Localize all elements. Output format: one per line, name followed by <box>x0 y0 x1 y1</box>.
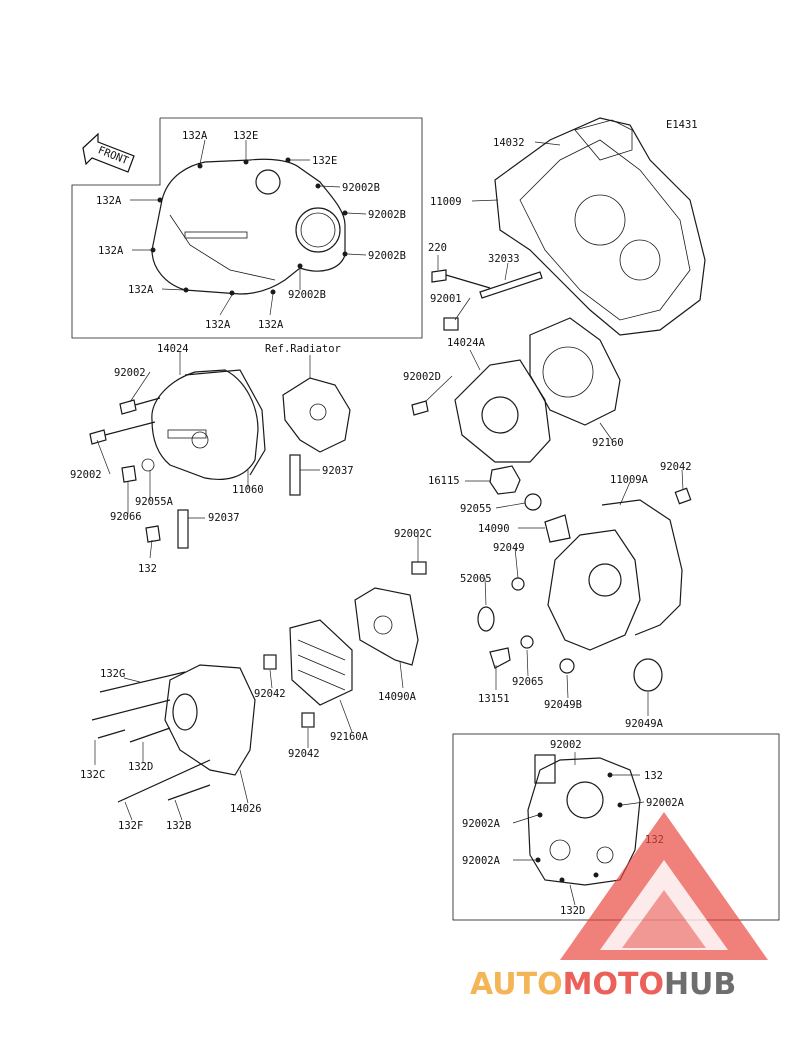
part-label: 92002B <box>368 209 406 221</box>
part-label: 92042 <box>254 688 286 700</box>
part-label: 132D <box>128 761 153 773</box>
part-label: 92037 <box>322 465 354 477</box>
part-label: 132A <box>205 319 231 331</box>
part-label: 132E <box>233 130 258 142</box>
part-label: 92002D <box>403 371 441 383</box>
watermark-moto: MOTO <box>563 967 664 1002</box>
crankcase-cover-14032 <box>494 117 706 336</box>
part-label: 92002B <box>368 250 406 262</box>
part-label: 132G <box>100 668 125 680</box>
bolts-left-cover <box>89 397 161 543</box>
part-label: 14090 <box>478 523 510 535</box>
part-label: 132B <box>166 820 191 832</box>
part-label: 132E <box>312 155 337 167</box>
part-label: 132A <box>128 284 154 296</box>
part-label: 11009A <box>610 474 649 486</box>
part-label: 92049 <box>493 542 525 554</box>
part-label: 11009 <box>430 196 462 208</box>
part-label: 92042 <box>660 461 692 473</box>
part-label: 92055 <box>460 503 492 515</box>
clutch-cover <box>151 158 346 295</box>
part-label: 132C <box>80 769 105 781</box>
part-label: 92001 <box>430 293 462 305</box>
clutch-cover-bolts <box>150 157 348 296</box>
part-label: 132 <box>644 770 663 782</box>
part-label: 220 <box>428 242 447 254</box>
bolt-group-220 <box>431 269 543 331</box>
part-label: 92065 <box>512 676 544 688</box>
part-label: 32033 <box>488 253 520 265</box>
part-label: 92002C <box>394 528 432 540</box>
part-label: 52005 <box>460 573 492 585</box>
part-label: 13151 <box>478 693 510 705</box>
part-label: 11060 <box>232 484 264 496</box>
assembled-cover-view <box>527 754 641 886</box>
part-label: 132A <box>98 245 124 257</box>
cover-14024 <box>141 369 266 481</box>
part-label: 92066 <box>110 511 142 523</box>
cover-group-frame <box>71 117 423 339</box>
cover-14024A <box>411 317 621 463</box>
part-label: 16115 <box>428 475 460 487</box>
part-label: 14032 <box>493 137 525 149</box>
part-label: 132A <box>96 195 122 207</box>
part-label: 14026 <box>230 803 262 815</box>
part-label: 92055A <box>135 496 174 508</box>
watermark-auto: AUTO <box>470 967 563 1002</box>
part-label: 14024 <box>157 343 189 355</box>
part-label: 132A <box>182 130 208 142</box>
part-label: 92002A <box>462 855 501 867</box>
part-label: 132A <box>258 319 284 331</box>
diagram-code: E1431 <box>666 119 698 131</box>
part-label: 92002B <box>342 182 380 194</box>
part-label: 92002A <box>462 818 501 830</box>
long-bolts <box>91 671 211 803</box>
part-label: 92160A <box>330 731 369 743</box>
part-label: 132D <box>560 905 585 917</box>
watermark-hub: HUB <box>664 967 736 1002</box>
front-arrow-icon: FRONT <box>82 132 135 173</box>
lower-left-assembly <box>164 561 427 776</box>
part-label: 132F <box>118 820 143 832</box>
part-label: 92002 <box>550 739 582 751</box>
part-label: 92002 <box>70 469 102 481</box>
part-label: 92002 <box>114 367 146 379</box>
part-label: 92160 <box>592 437 624 449</box>
part-label: 14090A <box>378 691 417 703</box>
part-label: 92037 <box>208 512 240 524</box>
filler-cap-group <box>489 465 542 511</box>
right-cover-assembly <box>477 487 692 692</box>
part-label: 92002B <box>288 289 326 301</box>
watermark-triangle-icon <box>560 812 768 960</box>
part-label: 132 <box>138 563 157 575</box>
ref-radiator-label: Ref.Radiator <box>265 343 341 355</box>
part-label: 14024A <box>447 337 486 349</box>
leader-lines <box>94 139 684 906</box>
part-label: 92049A <box>625 718 664 730</box>
part-label: 92002A <box>646 797 685 809</box>
watermark-text: AUTOMOTOHUB <box>470 967 736 1002</box>
part-label: 92049B <box>544 699 582 711</box>
part-label: 92042 <box>288 748 320 760</box>
radiator-bracket <box>177 377 351 549</box>
watermark-logo: AUTOMOTOHUB <box>470 812 768 1002</box>
